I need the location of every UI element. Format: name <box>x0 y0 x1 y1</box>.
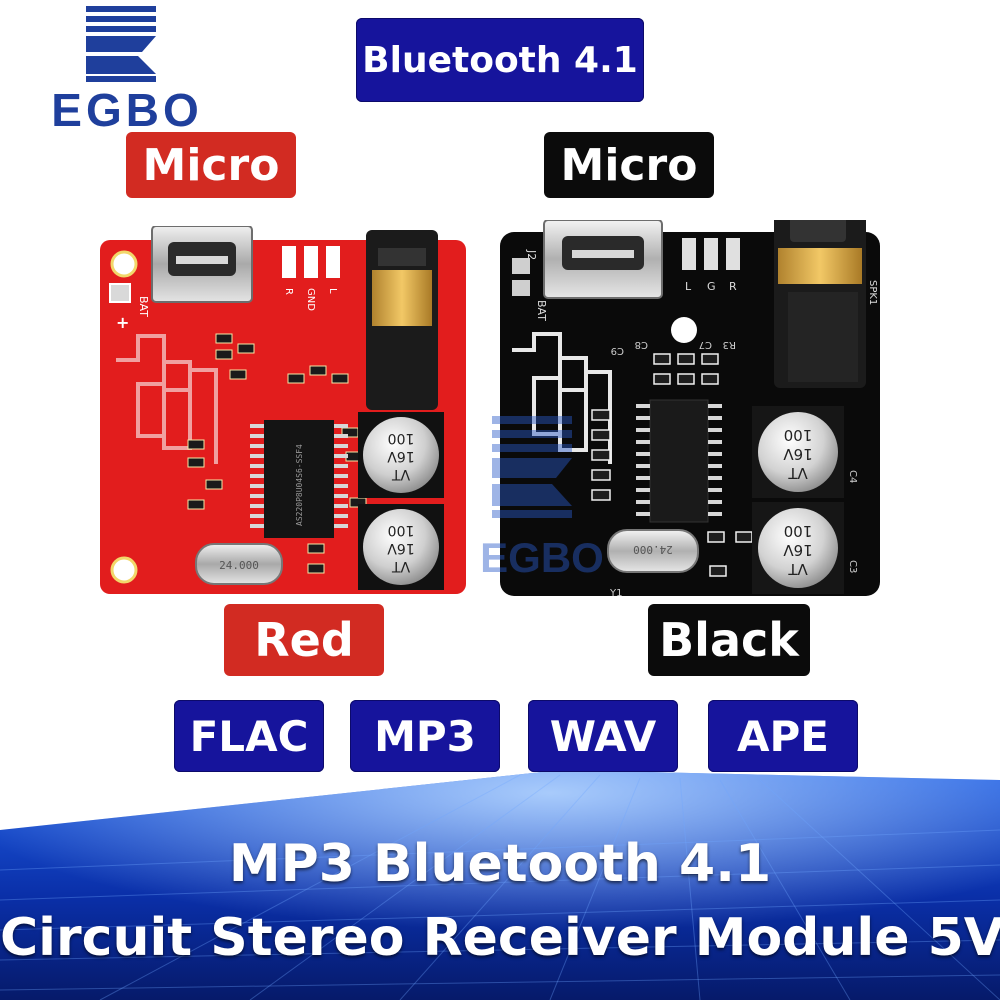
silk-c3: C3 <box>847 560 858 573</box>
cap1-value: 100 <box>388 430 415 446</box>
micro-usb-port-black <box>543 220 663 299</box>
format-label-flac: FLAC <box>174 700 324 772</box>
micro-label-black: Micro <box>544 132 714 198</box>
capacitor-black-2: VT 16V 100 <box>752 502 844 594</box>
ic-marking-red: AS220P8U04S6-SSF4 <box>295 444 304 526</box>
cap2-voltage: 16V <box>387 540 415 556</box>
egbo-logo: EGBO <box>51 6 202 130</box>
silk-c4: C4 <box>847 470 858 483</box>
crystal-red: 24.000 <box>195 543 283 585</box>
silk-l-black: L <box>685 280 692 293</box>
silk-y1: Y1 <box>609 588 622 599</box>
audio-jack-red <box>366 230 438 410</box>
silk-r: R <box>283 288 294 295</box>
cap3-voltage: 16V <box>783 445 813 463</box>
cap2-value: 100 <box>388 522 415 538</box>
micro-usb-port-red <box>151 226 253 303</box>
red-variant-label: Red <box>224 604 384 676</box>
silk-c9: C9 <box>611 345 624 356</box>
bluetooth-version-label: Bluetooth 4.1 <box>356 18 644 102</box>
black-variant-label: Black <box>648 604 810 676</box>
cap1-voltage: 16V <box>387 448 415 464</box>
antenna-trace-red <box>116 334 218 464</box>
antenna-trace-black <box>512 332 612 464</box>
cap4-series: VT <box>787 560 807 578</box>
micro-label-red: Micro <box>126 132 296 198</box>
ic-chip-black <box>636 399 722 523</box>
cap1-series: VT <box>391 466 410 482</box>
cap3-series: VT <box>787 464 807 482</box>
silk-r3: R3 <box>723 339 736 350</box>
product-title-line-1: MP3 Bluetooth 4.1 <box>228 834 772 894</box>
capacitor-black-1: VT 16V 100 <box>752 406 844 498</box>
ic-chip-red: AS220P8U04S6-SSF4 <box>250 420 348 538</box>
crystal-black: 24.000 <box>607 529 699 573</box>
silk-gnd: GND <box>305 288 316 311</box>
crystal-marking-black: 24.000 <box>633 543 673 556</box>
silk-g-black: G <box>707 280 716 293</box>
format-label-wav: WAV <box>528 700 678 772</box>
silk-c8: C8 <box>635 339 648 350</box>
cap4-voltage: 16V <box>783 541 813 559</box>
crystal-marking-red: 24.000 <box>219 559 259 572</box>
cap4-value: 100 <box>784 522 813 540</box>
silk-bat-black: BAT <box>535 300 548 321</box>
silk-r-black: R <box>729 280 737 293</box>
logo-text: EGBO <box>51 84 202 130</box>
capacitor-red-2: VT 16V 100 <box>358 504 444 590</box>
capacitor-red-1: VT 16V 100 <box>358 412 444 498</box>
format-label-ape: APE <box>708 700 858 772</box>
watermark-text: EGBO <box>480 534 604 581</box>
silk-plus: + <box>116 313 129 332</box>
black-board: J2 BAT L G R SPK1 C7 R3 C8 C9 C4 C3 Y1 <box>500 220 880 599</box>
audio-jack-black <box>774 220 866 388</box>
silk-l: L <box>327 288 338 294</box>
product-title-line-2: Circuit Stereo Receiver Module 5V <box>0 908 1000 968</box>
format-label-mp3: MP3 <box>350 700 500 772</box>
red-board: BAT + R GND L <box>100 226 466 594</box>
bottom-banner-background <box>0 770 1000 1000</box>
cap2-series: VT <box>391 558 410 574</box>
watermark-logo: EGBO <box>480 416 604 581</box>
silk-c7: C7 <box>699 339 712 350</box>
silk-j2: J2 <box>525 249 538 260</box>
silk-spk1: SPK1 <box>867 280 878 305</box>
silk-bat: BAT <box>137 296 150 317</box>
cap3-value: 100 <box>784 426 813 444</box>
